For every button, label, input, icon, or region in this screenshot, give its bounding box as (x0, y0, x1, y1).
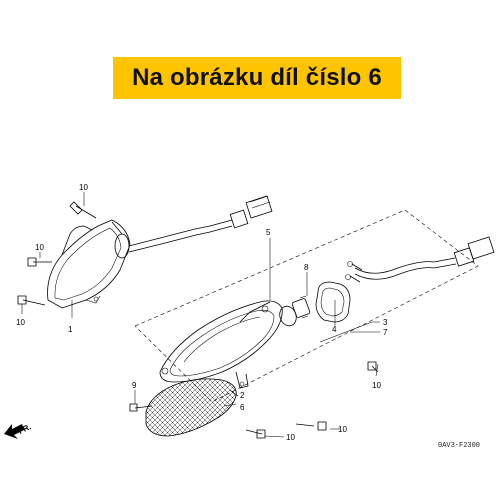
front-arrow-icon: FR. (4, 422, 33, 439)
callout-8: 8 (304, 263, 309, 272)
banner-text: Na obrázku díl číslo 6 (132, 64, 382, 91)
callout-2: 2 (240, 391, 245, 400)
callouts: 1 2 3 4 5 6 7 8 9 10 10 10 10 10 10 (16, 183, 388, 442)
screw-group-lower (129, 361, 379, 439)
callout-9: 9 (132, 381, 137, 390)
callout-5: 5 (266, 228, 271, 237)
callout-7: 7 (383, 328, 388, 337)
screw-group-left (17, 201, 97, 306)
housing-part (159, 300, 283, 389)
socket-part (315, 281, 351, 323)
assembly-outline (134, 209, 479, 403)
callout-6: 6 (240, 403, 245, 412)
callout-1: 1 (68, 325, 73, 334)
callout-10-left-low: 10 (16, 318, 25, 327)
callout-3: 3 (383, 318, 388, 327)
callout-10-right: 10 (372, 381, 381, 390)
front-marker-label: FR. (17, 422, 32, 436)
callout-10-top: 10 (79, 183, 88, 192)
callout-10-bottom: 10 (286, 433, 295, 442)
lens-part (145, 378, 237, 437)
bulb-part (279, 295, 311, 327)
callout-10-bottom-right: 10 (338, 425, 347, 434)
wiring-harness (345, 236, 495, 283)
callout-4: 4 (332, 325, 337, 334)
leader-lines (21, 192, 380, 438)
highlight-banner: Na obrázku díl číslo 6 (113, 57, 401, 99)
callout-10-left-mid: 10 (35, 243, 44, 252)
drawing-code: 0AV3-F2300 (438, 442, 480, 450)
rear-bracket-part (47, 195, 273, 309)
